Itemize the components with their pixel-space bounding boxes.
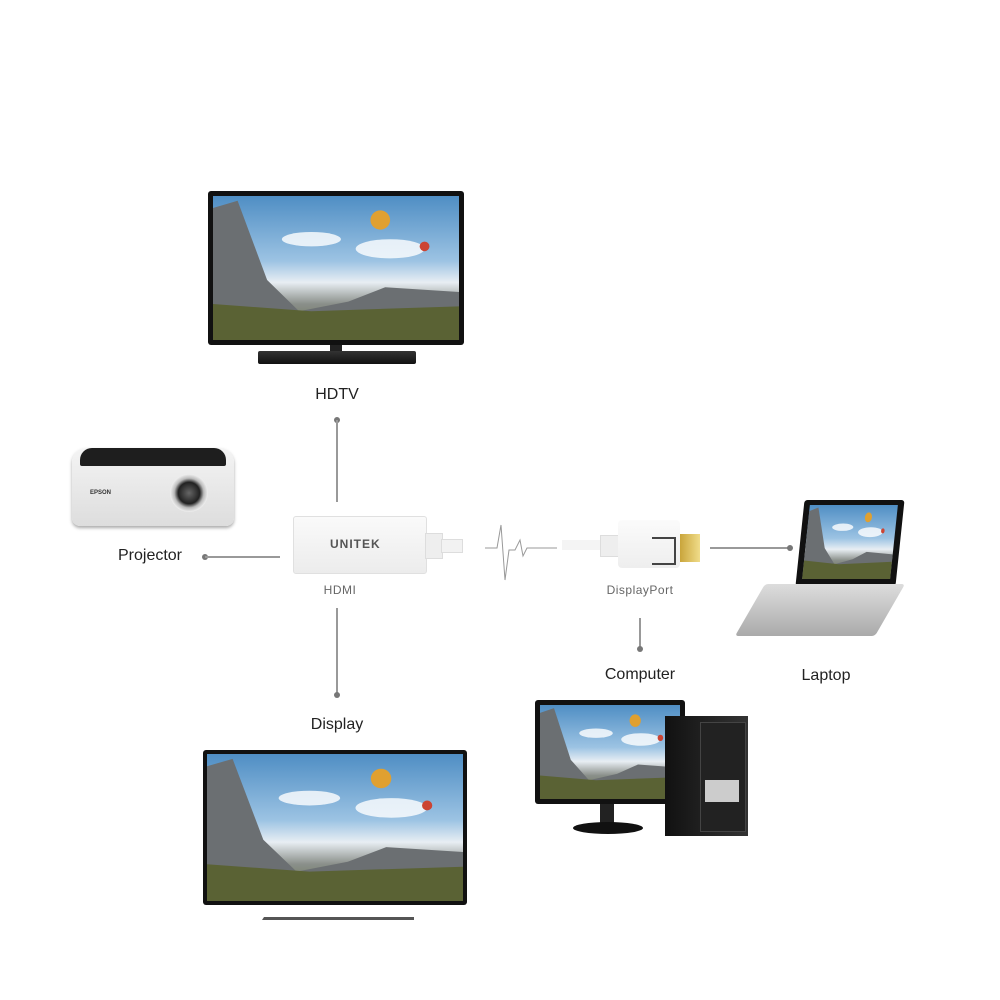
- hdmi-label: HDMI: [323, 583, 357, 597]
- projector-brand-logo: EPSON: [90, 490, 112, 496]
- display-label: Display: [310, 716, 364, 733]
- screen-wallpaper: [207, 754, 463, 901]
- laptop-label: Laptop: [801, 667, 851, 684]
- projector-connector-line: [205, 556, 280, 558]
- connector-dot: [637, 646, 643, 652]
- hdtv-label: HDTV: [315, 386, 359, 403]
- displayport-label: DisplayPort: [606, 583, 674, 597]
- display-connector-line: [336, 608, 338, 694]
- computer-connector-line: [639, 618, 641, 650]
- projector-label: Projector: [117, 547, 183, 564]
- screen-wallpaper: [540, 705, 680, 799]
- laptop-connector-line: [710, 547, 790, 549]
- computer-label: Computer: [604, 666, 676, 683]
- adapter-brand-logo: UNITEK: [330, 537, 381, 551]
- signal-wave-icon: [485, 524, 557, 581]
- connector-dot: [334, 692, 340, 698]
- connector-dot: [787, 545, 793, 551]
- hdtv-connector-line: [336, 420, 338, 502]
- screen-wallpaper: [802, 505, 898, 579]
- screen-wallpaper: [213, 196, 459, 340]
